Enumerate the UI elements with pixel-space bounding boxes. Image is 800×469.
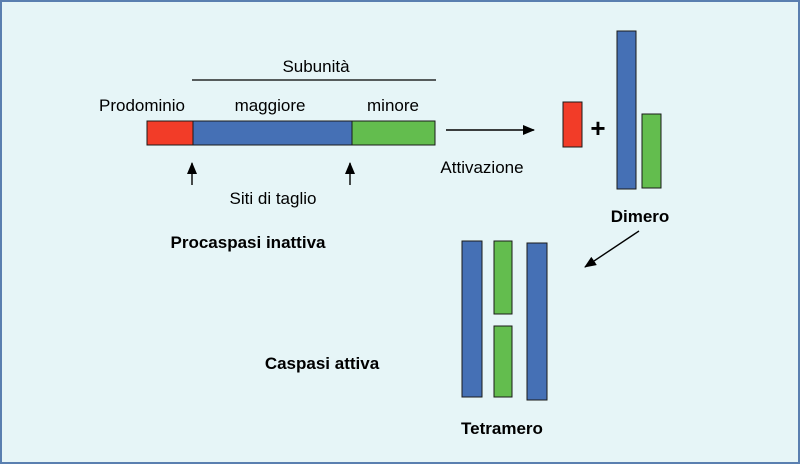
activation-label: Attivazione <box>440 158 523 177</box>
dimer-large-subunit <box>616 30 637 190</box>
procaspase-caption: Procaspasi inattiva <box>171 233 327 252</box>
cleavage-sites-label: Siti di taglio <box>230 189 317 208</box>
dimer-prodomain-block <box>562 101 583 148</box>
procaspase-prodomain-segment <box>146 120 194 146</box>
active-caspase-label: Caspasi attiva <box>265 354 380 373</box>
procaspase-large-subunit-segment <box>192 120 353 146</box>
dimer-small-subunit <box>641 113 662 189</box>
plus-sign: + <box>590 113 605 143</box>
subunit-header: Subunità <box>282 57 350 76</box>
large-subunit-label: maggiore <box>235 96 306 115</box>
tetramer-large-subunit-left <box>461 240 483 398</box>
procaspase-small-subunit-segment <box>351 120 436 146</box>
small-subunit-label: minore <box>367 96 419 115</box>
tetramer-large-subunit-right <box>526 242 548 401</box>
tetramer-caption: Tetramero <box>461 419 543 438</box>
prodomain-label: Prodominio <box>99 96 185 115</box>
dimer-caption: Dimero <box>611 207 670 226</box>
dimer-to-tetramer-arrow <box>584 230 640 268</box>
tetramer-small-subunit-bottom <box>493 325 513 398</box>
tetramer-small-subunit-top <box>493 240 513 315</box>
